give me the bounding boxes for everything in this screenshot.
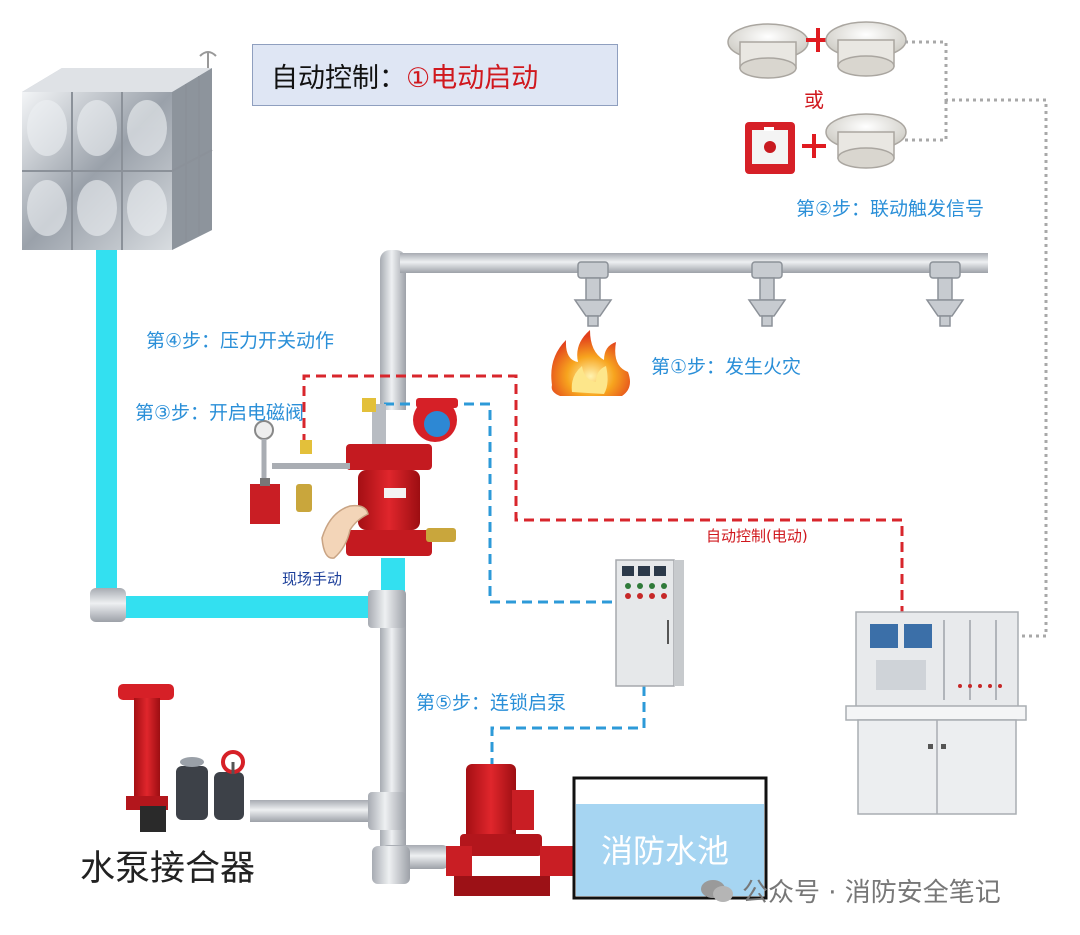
plus-icon-2 <box>802 134 826 158</box>
water-tank <box>22 51 217 250</box>
auto-control-label: 自动控制(电动) <box>706 527 808 545</box>
sprinkler-head-3 <box>925 261 965 327</box>
wechat-icon <box>701 879 733 902</box>
smoke-detector-3 <box>825 113 907 169</box>
watermark: 公众号 · 消防安全笔记 <box>700 872 1001 909</box>
steel-pipe-network <box>90 250 988 884</box>
auto-control-signal-line <box>302 374 904 628</box>
watermark-text: 公众号 · 消防安全笔记 <box>742 878 1001 908</box>
alarm-valve-assembly <box>250 398 458 556</box>
step4-label: 第④步：压力开关动作 <box>146 330 335 352</box>
fire-pump <box>446 764 574 896</box>
title-prefix: 自动控制： <box>271 62 406 94</box>
fire-alarm-control-panel <box>845 611 1027 815</box>
manual-label: 现场手动 <box>282 570 343 588</box>
title-highlight: ①电动启动 <box>406 62 539 94</box>
step3-label: 第③步：开启电磁阀 <box>135 402 305 424</box>
water-supply-pipe <box>96 250 405 618</box>
pool-label: 消防水池 <box>601 832 730 870</box>
diagram-title: 自动控制： ①电动启动 <box>252 44 618 106</box>
step5-label: 第⑤步：连锁启泵 <box>416 692 567 714</box>
or-label: 或 <box>804 88 824 112</box>
pump-adapter-label: 水泵接合器 <box>80 849 256 889</box>
detector-signal-line <box>905 40 1048 638</box>
pool-water <box>576 804 764 896</box>
pump-adapter <box>118 684 245 832</box>
step1-label: 第①步：发生火灾 <box>651 356 802 378</box>
hand-icon <box>321 504 369 559</box>
sprinkler-heads <box>573 261 965 327</box>
smoke-detector-1 <box>727 23 809 79</box>
pump-control-cabinet <box>615 559 684 687</box>
sprinkler-head-2 <box>747 261 787 327</box>
step2-label: 第②步：联动触发信号 <box>796 198 985 220</box>
pump-start-signal-line <box>490 686 646 770</box>
manual-call-point <box>745 122 795 174</box>
sprinkler-head-1 <box>573 261 613 327</box>
smoke-detector-2 <box>825 21 907 77</box>
fire-icon <box>551 330 630 396</box>
